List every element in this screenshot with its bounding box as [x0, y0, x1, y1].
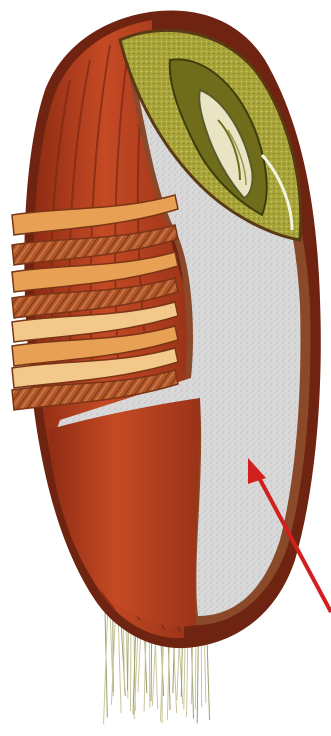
bran-lower-block — [48, 398, 200, 627]
